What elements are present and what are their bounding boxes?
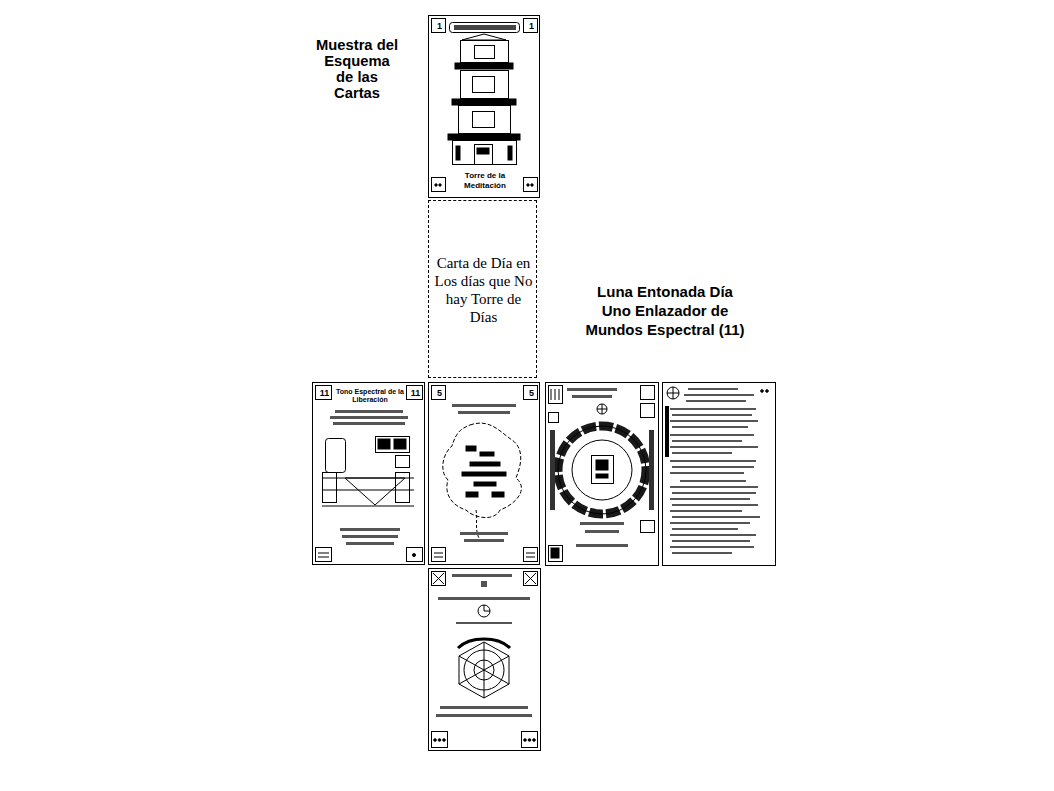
- tone-card: 11Tono Espectral de la Liberación11: [312, 382, 425, 565]
- moon-card: 55: [428, 382, 540, 565]
- text-card-art: [663, 383, 776, 566]
- moon-card-art: [432, 386, 538, 562]
- corner-number: 1: [524, 21, 539, 32]
- tone-card-art: [316, 386, 423, 562]
- kin-card-art: [546, 383, 659, 566]
- corner-number: 11: [316, 388, 333, 399]
- matrix-card-art: [429, 569, 541, 751]
- tower-card-art: [432, 19, 538, 192]
- placeholder-note: Carta de Día en Los días que No hay Torr…: [433, 254, 534, 326]
- corner-number: 5: [524, 388, 539, 399]
- corner-number: 11: [407, 388, 424, 399]
- page-title: Muestra del Esquema de las Cartas: [316, 37, 398, 101]
- card-title: Torre de la Meditación: [448, 171, 522, 191]
- tower-card: 1 1Torre de la Meditación: [428, 15, 540, 198]
- corner-number: 5: [432, 388, 447, 399]
- corner-number: 1: [432, 21, 447, 32]
- day-card-placeholder: Carta de Día en Los días que No hay Torr…: [428, 200, 537, 378]
- card-title: Tono Espectral de la Liberación: [334, 388, 406, 404]
- day-caption: Luna Entonada Día Uno Enlazador de Mundo…: [584, 282, 746, 339]
